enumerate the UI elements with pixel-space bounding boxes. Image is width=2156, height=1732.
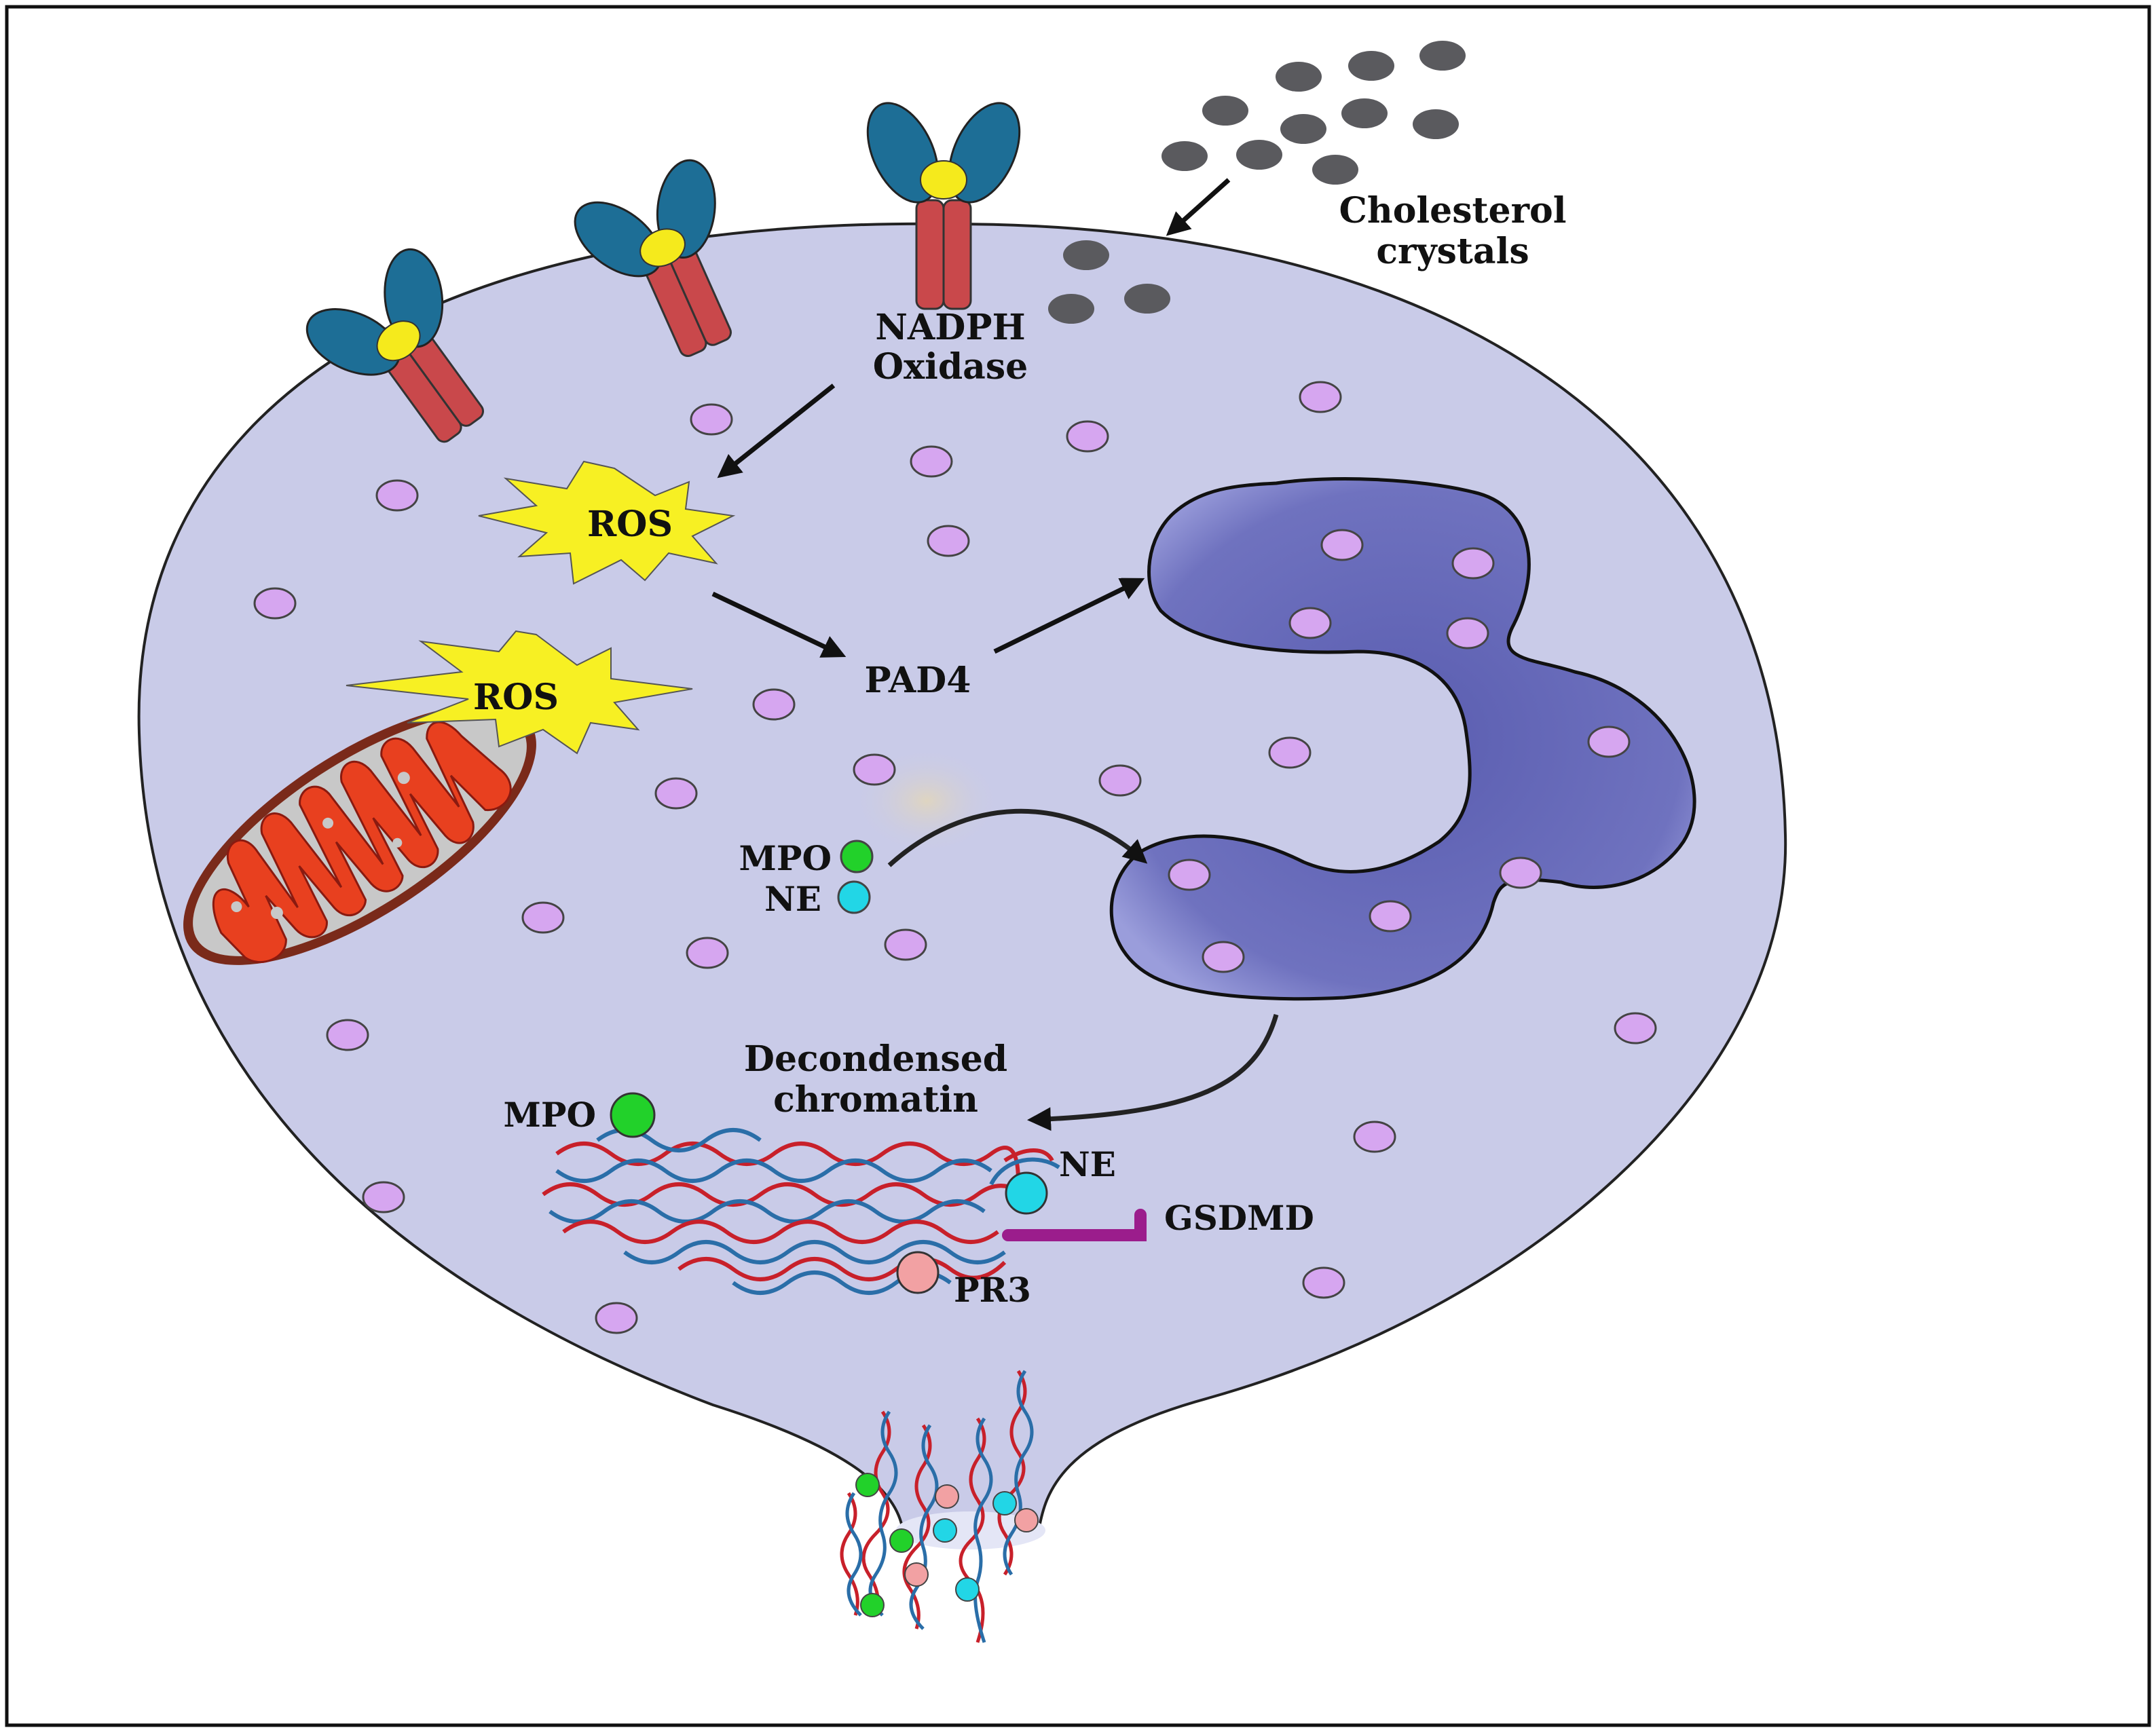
mpo-chromatin-dot [610, 1092, 656, 1138]
granule [927, 525, 970, 557]
cholesterol-label-line1: Cholesterol [1339, 190, 1567, 231]
ne-chromatin-label: NE [1059, 1144, 1116, 1184]
granule [1614, 1012, 1657, 1044]
granule [375, 479, 419, 512]
granule [1302, 1266, 1345, 1299]
granule [654, 777, 698, 810]
granule [1446, 617, 1489, 650]
arrow-pad4-to-nucleus [993, 578, 1145, 654]
ros-mito-label: ROS [473, 677, 559, 718]
decondensed-label-line1: Decondensed [744, 1038, 1007, 1080]
arrow-nadph-to-ros [717, 383, 836, 478]
granule [1451, 547, 1495, 580]
granule [752, 688, 796, 721]
nadph-label-line1: NADPH [875, 307, 1025, 348]
granule [884, 928, 927, 961]
granule [853, 753, 896, 786]
granules [253, 381, 1657, 1334]
receptor-middle [574, 159, 732, 358]
mpo-free-dot [840, 840, 874, 873]
granule [362, 1181, 405, 1213]
granule [1587, 726, 1631, 758]
mpo-chromatin-label: MPO [504, 1095, 597, 1135]
pr3-label: PR3 [954, 1270, 1031, 1310]
cholesterol-label-line2: crystals [1376, 231, 1529, 272]
nucleus-granules [1168, 529, 1631, 973]
arrow-mpo-ne-to-nucleus [887, 808, 1148, 867]
granule [1320, 529, 1364, 561]
gsdmd-shape [1002, 1209, 1147, 1241]
receptor-left [305, 248, 485, 443]
granule [1168, 859, 1211, 891]
granule [253, 587, 297, 620]
ne-free-label: NE [764, 879, 821, 919]
pr3-dot [896, 1251, 940, 1294]
ros-upper-label: ROS [587, 504, 673, 545]
granule [1299, 381, 1342, 413]
arrow-nucleus-to-chromatin [1027, 1014, 1279, 1131]
ne-free-dot [837, 880, 871, 914]
granule [1098, 764, 1142, 797]
gsdmd-label: GSDMD [1164, 1198, 1314, 1238]
granule [1202, 941, 1245, 973]
decondensed-label-line2: chromatin [773, 1079, 978, 1121]
granule [595, 1302, 638, 1334]
granule [1353, 1121, 1396, 1153]
granule [686, 937, 729, 969]
arrow-cholesterol-in [1166, 178, 1231, 236]
granule [1268, 736, 1312, 769]
granule [1288, 607, 1332, 639]
granule [326, 1019, 369, 1051]
receptor-right [866, 102, 1021, 310]
arrow-ros-to-pad4 [711, 591, 847, 658]
granule [1369, 900, 1412, 933]
mpo-free-label: MPO [739, 838, 832, 878]
nadph-label-line2: Oxidase [873, 346, 1028, 388]
granule [1499, 856, 1542, 889]
mitochondrion [183, 704, 536, 965]
nucleus [1109, 477, 1696, 1001]
ros-star-upper [478, 460, 736, 585]
ros-star-mito [346, 630, 693, 755]
cholesterol-crystals [1048, 41, 1466, 324]
released-net-proteins [855, 1473, 1039, 1617]
ne-chromatin-dot [1005, 1171, 1048, 1215]
granule [690, 403, 733, 436]
granule [1066, 420, 1109, 453]
granule [521, 901, 565, 934]
granule [910, 445, 953, 478]
pad4-label: PAD4 [865, 660, 971, 701]
